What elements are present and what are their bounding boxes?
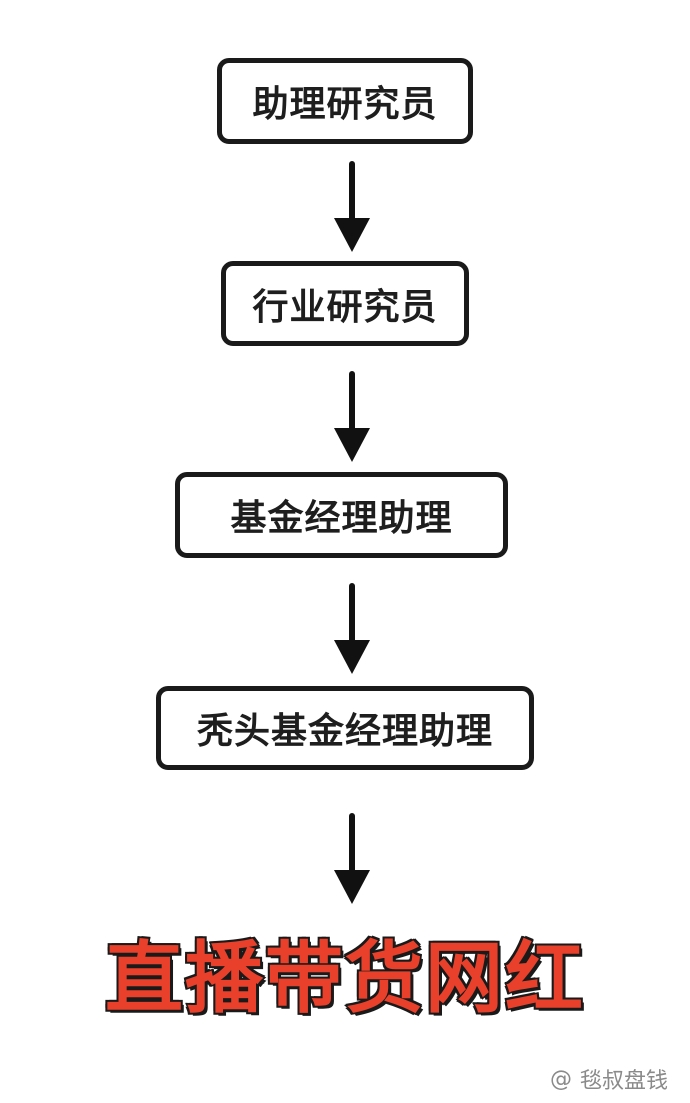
watermark: @ 毯叔盘钱 (550, 1063, 668, 1095)
down-arrow-icon (334, 583, 370, 674)
final-outcome-label: 直播带货网红 (103, 933, 585, 1026)
step-box-4: 秃头基金经理助理 (156, 686, 534, 770)
step-box-3: 基金经理助理 (175, 472, 508, 558)
at-icon: @ (549, 1066, 572, 1092)
step-box-2: 行业研究员 (221, 261, 469, 346)
watermark-text: 毯叔盘钱 (579, 1069, 668, 1094)
step-box-1: 助理研究员 (217, 58, 473, 144)
step-label-4: 秃头基金经理助理 (196, 711, 493, 752)
down-arrow-icon (334, 371, 370, 462)
down-arrow-icon (334, 813, 370, 904)
step-label-1: 助理研究员 (252, 84, 438, 125)
down-arrow-icon (334, 161, 370, 252)
step-label-2: 行业研究员 (252, 286, 438, 328)
step-label-3: 基金经理助理 (230, 498, 453, 539)
final-outcome: 直播带货网红 (0, 912, 690, 1032)
